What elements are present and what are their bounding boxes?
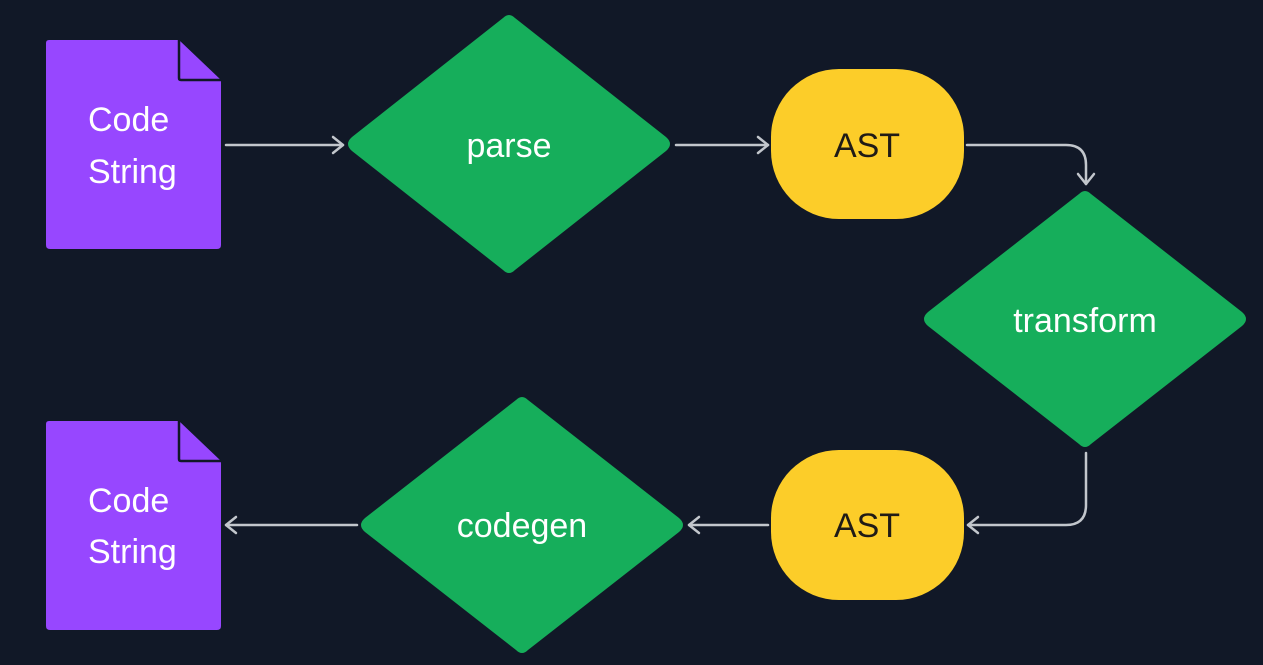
transform-process-node: transform (924, 191, 1246, 447)
input-doc-line1: Code (88, 101, 169, 139)
ast-top-label: AST (834, 127, 900, 165)
edge-ast-to-transform (965, 143, 1096, 186)
input-doc-line2: String (88, 153, 177, 191)
output-doc-line1: Code (88, 482, 169, 520)
edge-ast-to-codegen (687, 515, 770, 535)
input-code-string-document: Code String (46, 40, 221, 249)
parse-label: parse (466, 127, 551, 165)
arrowhead (687, 515, 701, 535)
transform-label: transform (1013, 302, 1157, 340)
arrowhead (966, 515, 980, 535)
arrowhead (224, 515, 238, 535)
page-fold-icon (177, 40, 221, 82)
edge-input-to-parse (224, 135, 345, 155)
codegen-label: codegen (457, 507, 587, 545)
ast-bottom-data-node: AST (771, 450, 964, 600)
page-fold-icon (177, 421, 221, 463)
arrowhead (1076, 172, 1096, 186)
parse-process-node: parse (348, 15, 670, 273)
edge-codegen-to-output (224, 515, 359, 535)
output-code-string-document: Code String (46, 421, 221, 630)
connectors (224, 135, 1096, 535)
edge-transform-to-ast (966, 451, 1088, 535)
edge-parse-to-ast (674, 135, 770, 155)
arrowhead (756, 135, 770, 155)
codegen-process-node: codegen (361, 397, 683, 653)
arrowhead (331, 135, 345, 155)
ast-top-data-node: AST (771, 69, 964, 219)
ast-bottom-label: AST (834, 507, 900, 545)
output-doc-line2: String (88, 533, 177, 571)
